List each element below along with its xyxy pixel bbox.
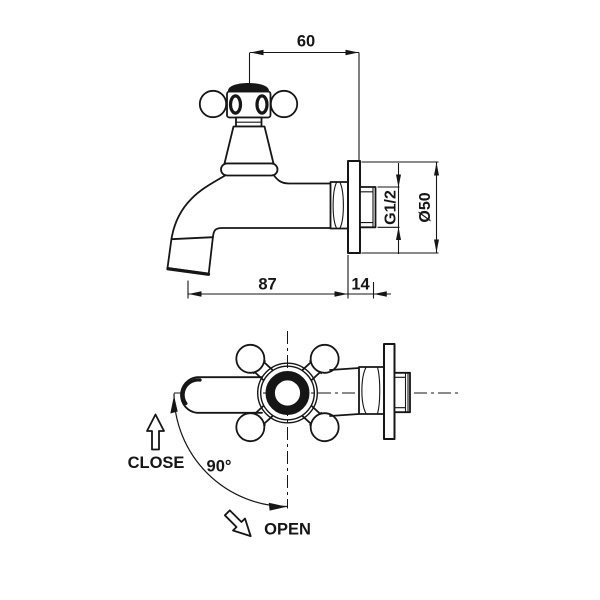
extension-line: [187, 255, 375, 299]
hub-ring-middle: [260, 365, 316, 421]
arc-arrow-right-icon: [268, 502, 287, 511]
wall-flange-side: [347, 160, 361, 254]
wall-connection-top: [329, 343, 411, 440]
body-taper: [329, 367, 360, 417]
hex-facets: [332, 182, 344, 229]
close-label: CLOSE: [128, 454, 185, 472]
handle-side: [198, 83, 299, 177]
dimension-87-14: 87 14: [187, 255, 391, 299]
bonnet: [223, 125, 275, 165]
hex-facets: [361, 367, 381, 414]
flange-diameter-label: Ø50: [417, 192, 434, 222]
arrow-right-icon: [334, 291, 348, 297]
hub-dark-ring: [265, 371, 310, 416]
spout-top: [180, 376, 263, 414]
lobe-ball: [235, 343, 266, 374]
thread-label: G1/2: [383, 190, 400, 225]
handle-lobe-bottom-right: [301, 405, 340, 443]
body-and-spout-side: [166, 174, 332, 276]
dimension-60: 60: [248, 33, 360, 160]
spout-inner-edge: [181, 378, 202, 406]
arrow-left-icon: [373, 291, 387, 297]
top-view: 90° CLOSE OPEN: [128, 331, 460, 539]
spout-outline: [180, 376, 263, 414]
lobe-ball: [309, 412, 340, 443]
arrow-left-icon: [188, 291, 202, 297]
lobe-ball: [309, 343, 340, 374]
handle-socket-right: [255, 94, 269, 115]
dim-14-label: 14: [351, 276, 370, 294]
handle-lobe-top-right: [301, 343, 340, 381]
close-direction-arrow-icon: [146, 413, 165, 451]
arrow-down-icon: [396, 174, 401, 188]
wall-connection-side: [329, 160, 377, 254]
bonnet-collar: [220, 162, 279, 177]
thread-pipe-side: [359, 186, 377, 229]
dimension-flange-diameter: Ø50: [361, 161, 439, 254]
arrow-left-icon: [250, 49, 264, 56]
dim-60-label: 60: [297, 33, 315, 51]
hub-ring-outer: [257, 362, 319, 424]
arrow-right-icon: [345, 49, 359, 56]
open-annotation: OPEN: [223, 509, 311, 539]
open-direction-arrow-icon: [223, 509, 252, 538]
dim-87-label: 87: [258, 276, 276, 294]
thread-pipe-top: [393, 371, 411, 414]
close-annotation: CLOSE: [128, 413, 185, 472]
handle-ball-right: [269, 89, 299, 119]
arc-arrow-up-icon: [170, 395, 178, 414]
thread-lines: [394, 373, 409, 412]
body-bottom-edge: [212, 227, 332, 239]
dimension-thread: G1/2: [377, 163, 401, 254]
extension-line: [361, 161, 439, 254]
handle-top: [235, 343, 340, 443]
extension-line: [377, 186, 400, 228]
arrow-up-icon: [434, 162, 439, 176]
spout-outer-curve: [170, 174, 226, 241]
handle-cap: [228, 83, 269, 93]
wall-flange-top: [383, 343, 396, 440]
swing-arc: [173, 393, 288, 508]
body-top-edge: [273, 174, 332, 185]
handle-socket-left: [228, 94, 243, 115]
swing-angle-label: 90°: [207, 458, 232, 476]
handle-ball-left: [198, 89, 228, 119]
open-label: OPEN: [264, 521, 311, 539]
arrow-down-icon: [434, 239, 439, 253]
side-view: 60: [166, 33, 439, 299]
rotation-arc: 90°: [170, 393, 288, 511]
thread-lines: [360, 187, 374, 228]
nozzle-rim: [166, 267, 211, 276]
lobe-ball: [235, 412, 266, 443]
arrow-up-icon: [396, 227, 401, 240]
